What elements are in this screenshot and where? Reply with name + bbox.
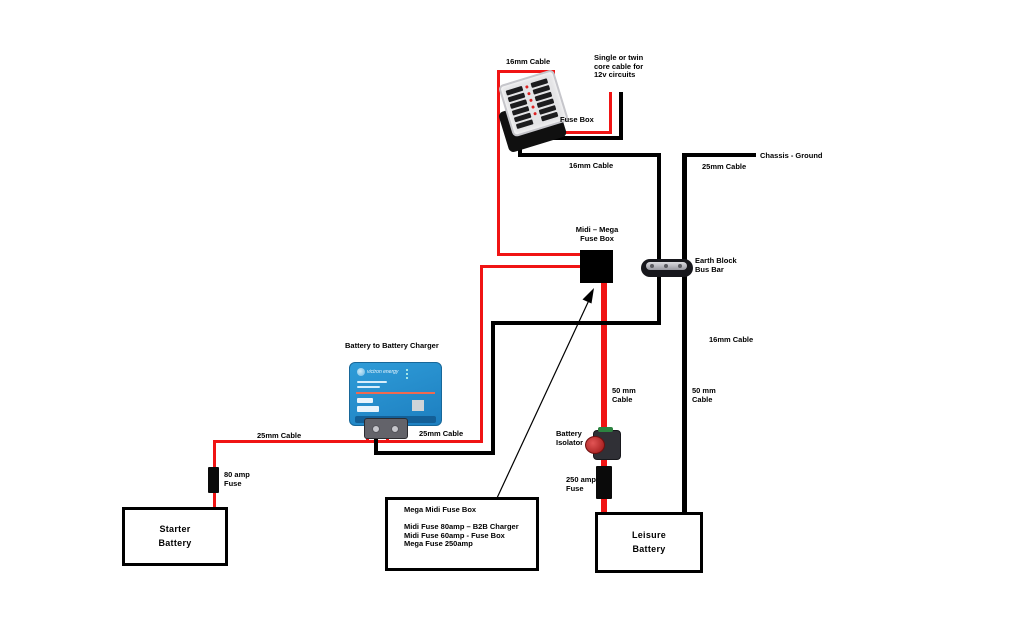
wire-red-fusebox-top-h xyxy=(497,70,555,73)
starter-battery-box: Starter Battery xyxy=(122,507,228,566)
leisure-battery-box: Leisure Battery xyxy=(595,512,703,573)
charger-connector xyxy=(364,418,408,439)
wire-red-50mm-v xyxy=(601,283,607,513)
fuse-250amp-graphic xyxy=(596,466,612,499)
label-25mm-cable-left: 25mm Cable xyxy=(257,431,302,440)
wire-red-fusebox-right-h xyxy=(556,131,612,134)
wire-black-16mm-h xyxy=(518,153,661,157)
label-16mm-cable-top: 16mm Cable xyxy=(506,57,551,66)
charger-text-line xyxy=(357,381,387,383)
legend-line: Midi Fuse 60amp - Fuse Box xyxy=(404,530,505,540)
wire-red-25mm-h xyxy=(213,440,483,443)
wire-red-left-v xyxy=(497,70,500,256)
b2b-charger-graphic: victron energy xyxy=(348,361,442,439)
led-icon xyxy=(406,373,408,375)
wire-red-12v-v xyxy=(609,92,612,134)
battery-isolator-graphic xyxy=(585,427,621,460)
victron-logo-icon xyxy=(357,368,365,376)
wire-black-50mm-v xyxy=(682,153,687,514)
earth-block-bus-bar-graphic xyxy=(641,259,693,277)
label-midi-mega-fuse-box: Midi – Mega Fuse Box xyxy=(575,225,619,243)
charger-label-block xyxy=(357,406,379,412)
wire-black-chassis-h xyxy=(684,153,756,157)
wire-black-earthblock-v xyxy=(657,153,661,325)
label-earth-block: Earth Block Bus Bar xyxy=(695,256,737,274)
charger-label-block xyxy=(357,398,373,403)
charger-text-line xyxy=(357,386,380,388)
label-chassis-ground: Chassis - Ground xyxy=(760,151,823,160)
legend-line: Mega Fuse 250amp xyxy=(404,539,473,548)
screw-icon xyxy=(650,264,654,268)
charger-stripe xyxy=(356,392,435,394)
label-50mm-cable-right: 50 mm Cable xyxy=(692,386,716,404)
label-80amp-fuse: 80 amp Fuse xyxy=(224,470,250,488)
label-16mm-cable-right: 16mm Cable xyxy=(709,335,754,344)
fuse-80amp-graphic xyxy=(208,467,219,493)
wire-black-b2b-bot-h xyxy=(374,451,495,455)
leisure-battery-label: Leisure Battery xyxy=(631,530,667,554)
legend-arrow-pointer xyxy=(496,288,594,499)
label-250amp-fuse: 250 amp Fuse xyxy=(566,475,597,493)
isolator-terminal xyxy=(598,427,613,432)
label-twin-core-cable: Single or twin core cable for 12v circui… xyxy=(594,53,644,80)
charger-brand-text: victron energy xyxy=(367,369,399,375)
legend-box: Mega Midi Fuse Box Midi Fuse 80amp – B2B… xyxy=(385,497,539,571)
wire-black-b2b-v xyxy=(491,321,495,455)
label-25mm-cable-right: 25mm Cable xyxy=(702,162,747,171)
label-fuse-box: Fuse Box xyxy=(560,115,594,124)
wire-red-midimega-top-h xyxy=(497,253,583,256)
starter-battery-label: Starter Battery xyxy=(158,524,192,548)
label-50mm-cable-left: 50 mm Cable xyxy=(612,386,636,404)
wire-black-12v-v xyxy=(619,92,623,140)
label-25mm-cable-mid: 25mm Cable xyxy=(419,429,464,438)
isolator-knob xyxy=(585,436,605,454)
wire-red-b2b-out-v xyxy=(480,265,483,443)
legend-line: Midi Fuse 80amp – B2B Charger xyxy=(404,522,519,531)
wire-black-b2b-stub xyxy=(374,432,378,452)
wire-black-12v-h xyxy=(546,136,623,140)
legend-title: Mega Midi Fuse Box xyxy=(404,505,477,514)
screw-icon xyxy=(391,425,399,433)
label-b2b-charger: Battery to Battery Charger xyxy=(345,341,439,350)
charger-qr-block xyxy=(412,400,424,411)
charger-body: victron energy xyxy=(349,362,442,426)
screw-icon xyxy=(678,264,682,268)
wire-black-b2b-h xyxy=(491,321,661,325)
screw-icon xyxy=(372,425,380,433)
wire-red-midimega-mid-h xyxy=(480,265,583,268)
label-battery-isolator: Battery Isolator xyxy=(556,429,584,447)
led-icon xyxy=(406,369,408,371)
label-16mm-cable-mid: 16mm Cable xyxy=(569,161,614,170)
led-icon xyxy=(406,377,408,379)
midi-mega-fuse-box xyxy=(580,250,613,283)
screw-icon xyxy=(664,264,668,268)
